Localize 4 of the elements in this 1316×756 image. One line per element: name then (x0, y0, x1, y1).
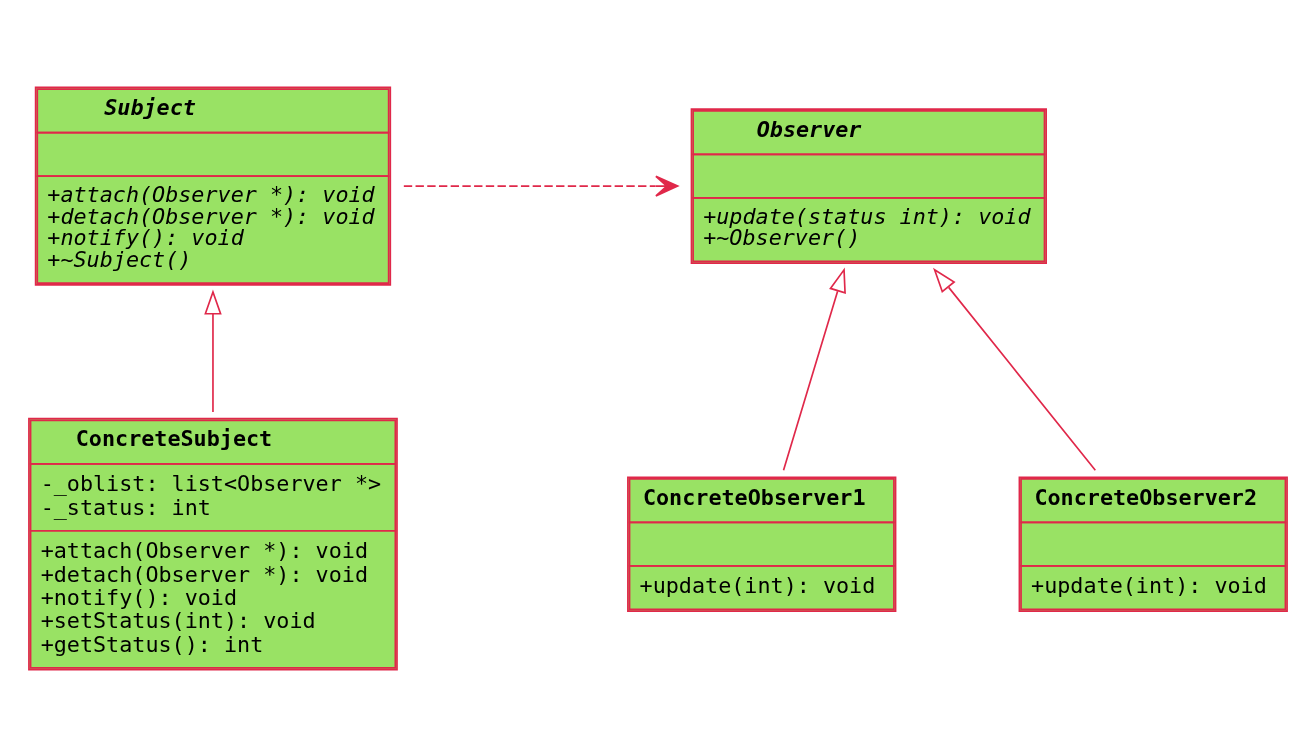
arrow (933, 267, 1097, 471)
arrow (204, 288, 222, 413)
arrow (782, 266, 846, 471)
arrow (403, 174, 679, 197)
